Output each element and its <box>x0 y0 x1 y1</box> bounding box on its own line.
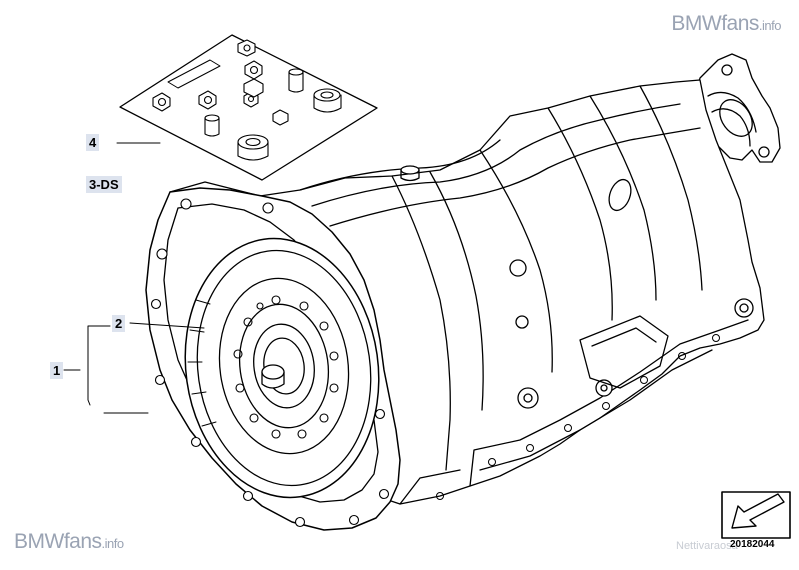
callout-1[interactable]: 1 <box>50 362 64 379</box>
leader-lines <box>63 142 205 414</box>
breather-cap <box>400 165 420 182</box>
parts-kit-sheet <box>119 34 378 181</box>
kit-sleeve <box>204 68 304 137</box>
callout-4[interactable]: 4 <box>86 134 100 151</box>
converter-bolt <box>233 295 339 439</box>
watermark-bottom: BMWfans.info <box>14 530 124 553</box>
kit-bushing <box>237 88 342 161</box>
footer-watermark: Nettivaraosa <box>676 540 738 552</box>
callout-2[interactable]: 2 <box>112 315 126 332</box>
watermark-top: BMWfans.info <box>671 12 781 35</box>
output-flange <box>693 53 781 163</box>
diagram-id-symbol <box>721 491 791 539</box>
bell-bolt-ear <box>150 198 390 528</box>
torque-converter <box>184 237 380 499</box>
diagram-number: 20182044 <box>730 539 775 550</box>
callout-3-ds[interactable]: 3-DS <box>86 176 122 193</box>
pan-bolt <box>436 334 720 500</box>
kit-hex-nut <box>152 39 289 126</box>
